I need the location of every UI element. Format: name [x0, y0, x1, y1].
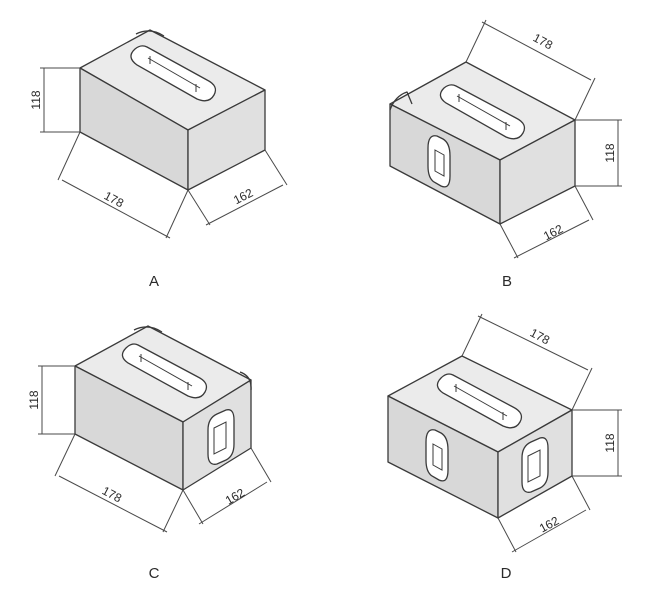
figure-a-dimensions — [40, 67, 288, 239]
figure-a-caption: A — [149, 273, 159, 290]
figure-a: 118 178 162 A — [29, 29, 288, 290]
figure-c-width-dimension — [182, 447, 272, 525]
figure-d-top-slot-inner — [453, 384, 508, 420]
figure-b-length-label: 178 — [531, 31, 556, 53]
figure-b-dimensions — [465, 19, 622, 259]
figure-d: 178 118 162 D — [387, 313, 622, 582]
figure-d-height-dimension — [572, 409, 622, 477]
figure-d-side-hole-inner — [527, 449, 541, 483]
figure-b-width-dimension — [499, 185, 594, 259]
figure-a-top-slot-inner — [147, 56, 201, 92]
figure-a-width-dimension — [187, 149, 288, 226]
figure-c-height-label: 118 — [27, 390, 41, 409]
figure-b-top-slot-inner — [456, 94, 511, 130]
figure-c-height-dimension — [38, 365, 75, 435]
figure-a-block — [79, 29, 266, 191]
figure-b: 178 118 162 B — [389, 19, 622, 290]
figure-b-length-dimension — [465, 19, 596, 121]
figure-a-length-label: 178 — [102, 189, 127, 211]
figure-a-top-slot — [130, 45, 217, 102]
figure-c: 118 178 162 C — [27, 325, 272, 582]
figure-d-block — [387, 355, 573, 519]
figure-c-length-label: 178 — [100, 484, 125, 506]
figure-a-length-dimension — [57, 131, 189, 239]
figure-d-length-label: 178 — [528, 326, 553, 348]
figure-d-front-hole-inner — [432, 443, 443, 471]
figure-c-caption: C — [149, 565, 160, 582]
figure-b-front-hole-inner — [434, 149, 445, 177]
figure-d-width-label: 162 — [537, 513, 562, 535]
figure-b-block — [389, 61, 576, 225]
figure-d-width-dimension — [497, 475, 591, 553]
figure-c-length-dimension — [54, 433, 184, 533]
figure-b-rounded-corner — [389, 91, 413, 111]
figure-d-height-label: 118 — [603, 433, 617, 452]
figure-c-dimensions — [38, 365, 272, 533]
figure-a-height-label: 118 — [29, 90, 43, 109]
figure-c-block — [74, 325, 252, 491]
figure-b-height-dimension — [575, 119, 622, 187]
figure-c-side-hole-inner — [213, 421, 227, 455]
figure-d-length-dimension — [461, 313, 593, 411]
figure-c-width-label: 162 — [223, 485, 248, 507]
figure-a-width-label: 162 — [231, 186, 255, 208]
figure-b-height-label: 118 — [603, 143, 617, 162]
figure-b-width-label: 162 — [541, 222, 565, 244]
figure-c-rounded-corners — [133, 326, 252, 391]
figure-d-dimensions — [461, 313, 622, 553]
figure-b-caption: B — [502, 273, 512, 290]
figure-c-top-slot-inner — [138, 354, 193, 390]
figure-d-caption: D — [501, 565, 512, 582]
figure-a-rounded-corner — [135, 30, 165, 37]
figure-a-height-dimension — [40, 67, 80, 133]
